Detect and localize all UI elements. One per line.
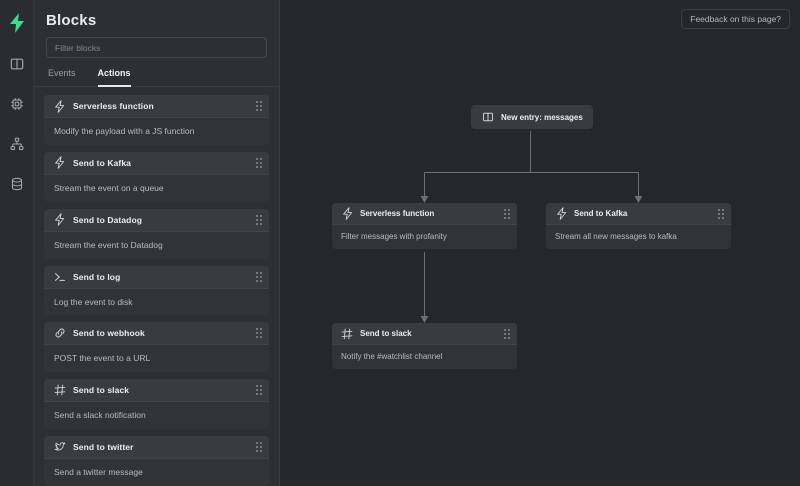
slack-icon <box>52 383 67 398</box>
block-title: Send to Datadog <box>73 214 143 225</box>
lightning-bolt-icon <box>52 155 67 170</box>
block-item-send-to-log[interactable]: Send to log Log the event to disk <box>44 265 269 316</box>
flow-node-description: Notify the #watchlist channel <box>341 352 443 361</box>
block-item-send-to-webhook[interactable]: Send to webhook POST the event to a URL <box>44 322 269 373</box>
lightning-bolt-icon <box>340 207 354 221</box>
blocks-list: Serverless function Modify the payload w… <box>34 87 279 486</box>
block-header: Send to webhook <box>44 322 269 346</box>
block-title: Send to webhook <box>73 328 145 339</box>
page-title: Blocks <box>46 12 97 29</box>
lightning-bolt-icon <box>52 99 67 114</box>
drag-handle-icon[interactable] <box>256 157 262 168</box>
feedback-button[interactable]: Feedback on this page? <box>681 9 790 29</box>
filter-wrapper <box>34 37 279 58</box>
drag-handle-icon[interactable] <box>504 208 510 219</box>
block-description: Stream the event on a queue <box>54 182 164 193</box>
lightning-bolt-icon <box>554 207 568 221</box>
block-description: POST the event to a URL <box>54 353 151 364</box>
panel-tabs: Events Actions <box>34 58 279 87</box>
block-header: Send to Datadog <box>44 208 269 232</box>
flow-node-send-to-kafka[interactable]: Send to Kafka Stream all new messages to… <box>546 203 731 249</box>
flow-node-description: Filter messages with profanity <box>341 232 447 241</box>
block-header: Send to twitter <box>44 436 269 460</box>
flow-canvas[interactable]: Feedback on this page? <box>280 0 800 486</box>
terminal-icon <box>52 269 67 284</box>
table-columns-icon <box>481 110 495 124</box>
flow-node-header: Send to Kafka <box>546 203 731 225</box>
cpu-chip-icon[interactable] <box>5 92 29 116</box>
flow-node-title: Send to slack <box>360 329 412 338</box>
block-item-send-to-slack[interactable]: Send to slack Send a slack notification <box>44 379 269 430</box>
block-title: Send to twitter <box>73 442 134 453</box>
block-description: Modify the payload with a JS function <box>54 126 195 136</box>
block-title: Send to log <box>73 271 121 282</box>
database-icon[interactable] <box>5 172 29 196</box>
block-description: Send a slack notification <box>54 410 146 421</box>
tab-actions[interactable]: Actions <box>97 68 131 87</box>
block-header: Serverless function <box>44 95 269 118</box>
tab-events[interactable]: Events <box>48 68 76 78</box>
flow-node-title: Serverless function <box>360 209 435 218</box>
flow-node-send-to-slack[interactable]: Send to slack Notify the #watchlist chan… <box>332 323 517 369</box>
block-header: Send to log <box>44 265 269 289</box>
icon-rail <box>0 0 34 486</box>
flow-node-title: New entry: messages <box>501 112 583 122</box>
drag-handle-icon[interactable] <box>256 328 262 339</box>
block-item-send-to-datadog[interactable]: Send to Datadog Stream the event to Data… <box>44 208 269 259</box>
panel-layout-icon[interactable] <box>5 52 29 76</box>
drag-handle-icon[interactable] <box>256 214 262 225</box>
lightning-bolt-logo[interactable] <box>5 10 29 36</box>
block-title: Send to slack <box>73 385 130 396</box>
block-title: Serverless function <box>73 101 154 111</box>
block-description: Send a twitter message <box>54 467 143 478</box>
drag-handle-icon[interactable] <box>256 442 262 453</box>
block-item-send-to-twitter[interactable]: Send to twitter Send a twitter message <box>44 436 269 486</box>
flow-node-serverless-function[interactable]: Serverless function Filter messages with… <box>332 203 517 249</box>
drag-handle-icon[interactable] <box>256 271 262 282</box>
flow-node-new-entry[interactable]: New entry: messages <box>471 105 593 129</box>
block-item-send-to-kafka[interactable]: Send to Kafka Stream the event on a queu… <box>44 151 269 202</box>
block-header: Send to Kafka <box>44 151 269 175</box>
flow-node-header: Send to slack <box>332 323 517 345</box>
drag-handle-icon[interactable] <box>504 328 510 339</box>
filter-blocks-input[interactable] <box>46 37 267 58</box>
flow-node-header: Serverless function <box>332 203 517 225</box>
drag-handle-icon[interactable] <box>256 385 262 396</box>
flow-node-title: Send to Kafka <box>574 209 628 218</box>
twitter-icon <box>52 440 67 455</box>
link-icon <box>52 326 67 341</box>
drag-handle-icon[interactable] <box>718 208 724 219</box>
blocks-panel: Blocks Events Actions Serverless functio… <box>34 0 280 486</box>
lightning-bolt-icon <box>52 212 67 227</box>
block-description: Log the event to disk <box>54 296 133 307</box>
block-description: Stream the event to Datadog <box>54 239 163 250</box>
block-header: Send to slack <box>44 379 269 403</box>
drag-handle-icon[interactable] <box>256 101 262 111</box>
slack-icon <box>340 327 354 341</box>
block-title: Send to Kafka <box>73 157 131 168</box>
block-item-serverless-function[interactable]: Serverless function Modify the payload w… <box>44 95 269 145</box>
flow-node-description: Stream all new messages to kafka <box>555 232 677 241</box>
sitemap-icon[interactable] <box>5 132 29 156</box>
